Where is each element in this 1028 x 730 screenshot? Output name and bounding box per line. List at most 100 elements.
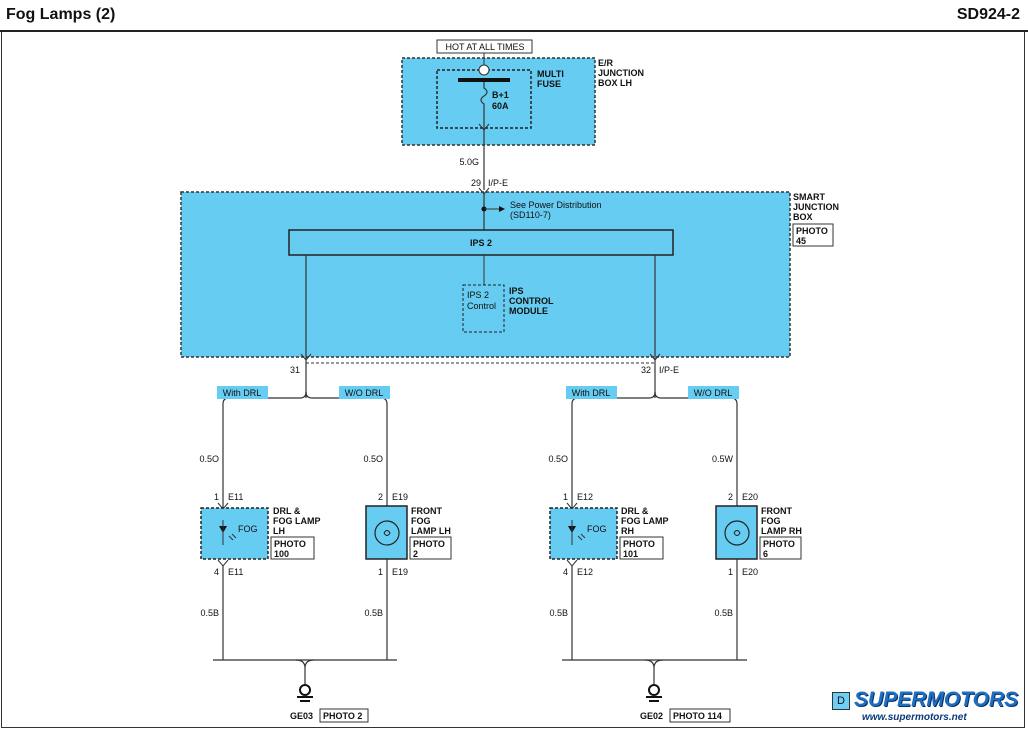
- ground-icon: [299, 684, 311, 696]
- sjb-name-3: BOX: [793, 212, 813, 222]
- ej-box: [401, 57, 596, 146]
- with-drl-tag-left: [217, 386, 268, 399]
- lamp1-right-photo-box: [619, 536, 664, 560]
- fuse-type-1: MULTI: [537, 69, 564, 79]
- bulb-icon: [724, 520, 750, 546]
- sjb-name-2: JUNCTION: [793, 202, 839, 212]
- ej-box-name-3: BOX LH: [598, 78, 632, 88]
- light-rays-icon: [228, 533, 237, 541]
- ground-left: GE03: [290, 711, 313, 721]
- lamp2-left-name-1: FRONT: [411, 506, 442, 516]
- lamp1-left-name-1: DRL &: [273, 506, 301, 516]
- lamp1-left-name-2: FOG LAMP: [273, 516, 321, 526]
- ground-right: GE02: [640, 711, 663, 721]
- lamp2-left-name-2: FOG: [411, 516, 431, 526]
- bulb-icon: [374, 520, 400, 546]
- wo-drl-right: W/O DRL: [694, 388, 733, 398]
- fuse-rating: 60A: [492, 101, 509, 111]
- legend-badge: D: [832, 692, 850, 710]
- sjb-pin-in: 29: [471, 178, 481, 188]
- wire-left-b: 0.5O: [363, 454, 383, 464]
- wiring-diagram: HOT AT ALL TIMES B+1 60A MULTI FUSE E/R …: [180, 39, 839, 723]
- ground-right-photo-box: [669, 708, 731, 723]
- lamp1-left-pin-bot: 4: [214, 567, 219, 577]
- lamp1-left-name-3: LH: [273, 526, 285, 536]
- connector-icon: [217, 559, 229, 567]
- ctrl-label-3: MODULE: [509, 306, 548, 316]
- sjb-pin-left: 31: [290, 365, 300, 375]
- lamp1-right-name-3: RH: [621, 526, 634, 536]
- lamp2-right-name-3: LAMP RH: [761, 526, 802, 536]
- page-title: Fog Lamps (2): [6, 6, 116, 23]
- sjb-conn-right: I/P-E: [659, 365, 679, 375]
- lamp2-left-photo-1: PHOTO: [413, 539, 445, 549]
- lamp1-right-conn-bot: E12: [577, 567, 593, 577]
- connector-icon: [566, 559, 578, 567]
- lamp2-left-photo-box: [409, 536, 452, 560]
- ctrl-inner-2: Control: [467, 301, 496, 311]
- front-fog-lamp-rh: [715, 505, 758, 560]
- sjb-ref-code: (SD110-7): [510, 210, 551, 220]
- lamp2-right-photo-1: PHOTO: [763, 539, 795, 549]
- sjb-photo-box: [792, 223, 834, 247]
- wire-50g: 5.0G: [459, 157, 479, 167]
- lamp1-right-name-1: DRL &: [621, 506, 649, 516]
- lamp1-right-conn-top: E12: [577, 492, 593, 502]
- lamp1-left-photo-box: [270, 536, 315, 560]
- watermark-url: www.supermotors.net: [862, 712, 967, 723]
- ej-box-name-1: E/R: [598, 58, 614, 68]
- with-drl-tag-right: [566, 386, 617, 399]
- with-drl-left: With DRL: [223, 388, 262, 398]
- sjb-photo-1: PHOTO: [796, 226, 828, 236]
- sjb-conn-in: I/P-E: [488, 178, 508, 188]
- lamp2-left-photo-2: 2: [413, 549, 418, 559]
- ips2-block: [288, 229, 674, 256]
- lamp1-right-pin-top: 1: [563, 492, 568, 502]
- ips2-label: IPS 2: [470, 238, 492, 248]
- gnd-wire-left-a: 0.5B: [200, 608, 219, 618]
- fuse-type-2: FUSE: [537, 79, 561, 89]
- diagram-code: SD924-2: [956, 6, 1020, 23]
- lamp2-right-photo-2: 6: [763, 549, 768, 559]
- lamp2-right-photo-box: [759, 536, 802, 560]
- gnd-wire-left-b: 0.5B: [364, 608, 383, 618]
- sjb-pin-right: 32: [641, 365, 651, 375]
- connector-icon: [478, 123, 490, 131]
- battery-terminal-icon: [478, 64, 490, 76]
- lamp1-left-conn-bot: E11: [228, 567, 243, 577]
- gnd-wire-right-b: 0.5B: [714, 608, 733, 618]
- watermark-logo: SUPERMOTORS: [854, 688, 1019, 711]
- sjb-photo-2: 45: [796, 236, 806, 246]
- arrow-right-icon: [499, 206, 505, 212]
- wo-drl-left: W/O DRL: [345, 388, 384, 398]
- lamp2-right-pin-bot: 1: [728, 567, 733, 577]
- ctrl-inner-1: IPS 2: [467, 290, 489, 300]
- lamp1-right-photo-1: PHOTO: [623, 539, 655, 549]
- front-fog-lamp-lh: [365, 505, 408, 560]
- drl-fog-lamp-rh: [549, 507, 618, 560]
- with-drl-right: With DRL: [572, 388, 611, 398]
- lamp1-right-pin-bot: 4: [563, 567, 568, 577]
- lamp1-left-photo-2: 100: [274, 549, 289, 559]
- lamp2-right-name-1: FRONT: [761, 506, 792, 516]
- lamp2-right-name-2: FOG: [761, 516, 781, 526]
- wo-drl-tag-left: [339, 386, 390, 399]
- ground-right-photo: PHOTO 114: [673, 711, 722, 721]
- sjb-name-1: SMART: [793, 192, 825, 202]
- wire-left-a: 0.5O: [199, 454, 219, 464]
- lamp1-left-conn-top: E11: [228, 492, 243, 502]
- lamp2-left-pin-top: 2: [378, 492, 383, 502]
- fuse-name: B+1: [492, 90, 509, 100]
- ground-left-photo: PHOTO 2: [323, 711, 362, 721]
- lamp1-left-inner: FOG: [238, 524, 258, 534]
- fuse-icon: [480, 82, 488, 112]
- lamp1-right-photo-2: 101: [623, 549, 638, 559]
- drl-fog-lamp-lh: [200, 507, 269, 560]
- diagram-header: Fog Lamps (2) SD924-2: [0, 0, 1028, 32]
- lamp2-right-conn-top: E20: [742, 492, 758, 502]
- lamp1-right-inner: FOG: [587, 524, 607, 534]
- ctrl-label-1: IPS: [509, 286, 524, 296]
- lamp2-left-conn-bot: E19: [392, 567, 408, 577]
- ground-icon: [648, 684, 660, 696]
- lamp2-left-name-3: LAMP LH: [411, 526, 451, 536]
